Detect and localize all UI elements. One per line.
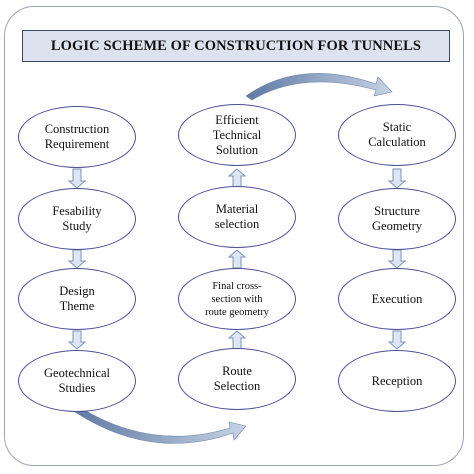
node-structure-geometry: Structure Geometry — [338, 188, 456, 250]
node-label: Material selection — [214, 202, 260, 231]
node-design-theme: Design Theme — [18, 268, 136, 330]
node-label: Structure Geometry — [372, 204, 422, 233]
node-label: Route Selection — [213, 364, 261, 393]
node-label: Execution — [371, 291, 423, 306]
node-label: Static Calculation — [368, 120, 426, 149]
node-efficient-technical-solution: Efficient Technical Solution — [178, 104, 296, 166]
node-fesability-study: Fesability Study — [18, 188, 136, 250]
node-reception: Reception — [338, 350, 456, 412]
diagram-frame — [4, 6, 464, 466]
node-final-cross-section: Final cross- section with route geometry — [178, 268, 296, 330]
diagram-title-text: LOGIC SCHEME OF CONSTRUCTION FOR TUNNELS — [50, 37, 422, 54]
node-execution: Execution — [338, 268, 456, 330]
node-material-selection: Material selection — [178, 186, 296, 248]
node-label: Fesability Study — [52, 204, 102, 233]
node-label: Geotechnical Studies — [44, 366, 110, 395]
node-construction-requirement: Construction Requirement — [18, 106, 136, 168]
diagram-title: LOGIC SCHEME OF CONSTRUCTION FOR TUNNELS — [22, 30, 450, 62]
node-geotechnical-studies: Geotechnical Studies — [18, 350, 136, 412]
node-label: Design Theme — [59, 284, 95, 313]
node-route-selection: Route Selection — [178, 348, 296, 410]
node-label: Efficient Technical Solution — [212, 112, 262, 157]
node-label: Construction Requirement — [44, 122, 110, 151]
node-label: Reception — [371, 373, 423, 388]
node-static-calculation: Static Calculation — [338, 104, 456, 166]
node-label: Final cross- section with route geometry — [205, 280, 269, 318]
